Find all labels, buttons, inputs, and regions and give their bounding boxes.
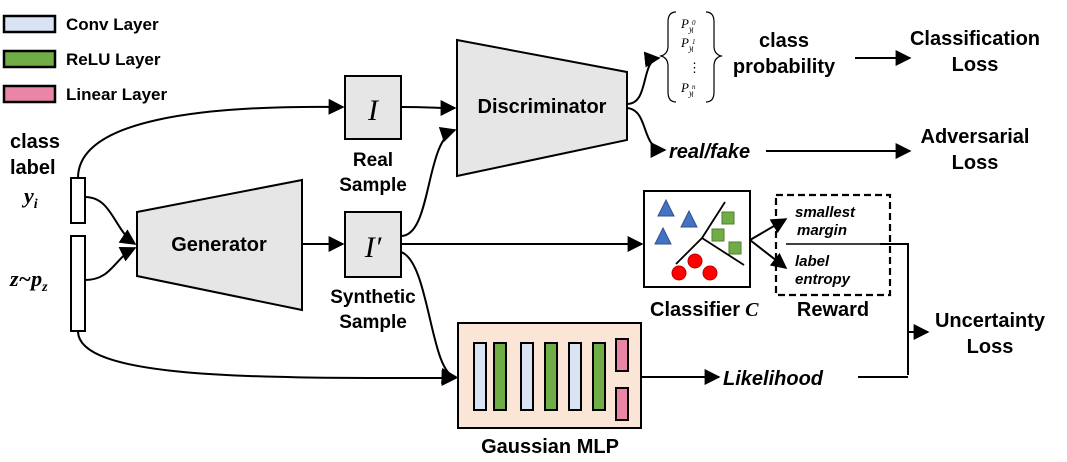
legend-label-linear: Linear Layer (66, 85, 167, 104)
class-label-vector (70, 177, 86, 224)
generator-label: Generator (171, 234, 267, 256)
arrow-noise-to-mlp (77, 330, 458, 387)
discriminator-label: Discriminator (478, 96, 607, 118)
arrow-to-label-entropy (749, 239, 788, 269)
classification-loss-line2: Loss (952, 54, 999, 76)
class-probability-line1: class (759, 30, 809, 52)
mlp-conv-layer (520, 342, 534, 411)
connectors (77, 50, 930, 387)
uncertainty-loss-line2: Loss (967, 336, 1014, 358)
triangle-icon (657, 198, 675, 217)
decision-boundary-icon (701, 237, 745, 266)
left-brace-icon (658, 11, 677, 103)
square-icon (711, 228, 725, 242)
real-sample-caption-line1: Real (353, 150, 393, 171)
relu-swatch-icon (2, 49, 57, 69)
mlp-conv-layer (473, 342, 487, 411)
reward-label: Reward (797, 299, 869, 321)
class-probability-line2: probability (733, 56, 836, 78)
smallest-margin-line1: smallest (795, 204, 856, 221)
adversarial-loss-line2: Loss (952, 152, 999, 174)
adversarial-loss-line1: Adversarial (921, 126, 1030, 148)
discriminator-block (456, 38, 628, 178)
arrow-class-to-real (77, 98, 345, 179)
arrow-class-to-generator (84, 196, 137, 245)
synthetic-sample-caption-line2: Sample (339, 312, 407, 333)
arrow-noise-to-generator (84, 246, 137, 281)
mlp-linear-layer (615, 387, 629, 421)
z-noise-symbol: z~pz (9, 266, 48, 295)
label-entropy-line1: label (795, 253, 830, 270)
line-reward-to-uncertainty (880, 243, 909, 375)
square-icon (721, 211, 735, 225)
arrow-synthetic-to-discriminator (400, 127, 457, 237)
label-entropy-line2: entropy (795, 271, 851, 288)
reward-box (774, 193, 892, 297)
arrow-discriminator-to-realfake (626, 107, 667, 158)
classification-loss-line1: Classification (910, 28, 1040, 50)
mlp-relu-layer (493, 342, 507, 411)
legend: Conv Layer ReLU Layer Linear Layer (2, 14, 167, 104)
arrow-to-smallest-margin (749, 218, 788, 241)
synthetic-sample-caption-line1: Synthetic (330, 287, 416, 308)
noise-vector (70, 235, 86, 332)
synthetic-sample-symbol: I′ (364, 231, 382, 264)
synthetic-sample-box (344, 211, 402, 278)
prob-ellipsis: ⋮ (688, 60, 701, 75)
triangle-icon (680, 209, 698, 228)
mlp-relu-layer (592, 342, 606, 411)
arrow-discriminator-to-probability (626, 51, 661, 105)
square-icon (728, 241, 742, 255)
triangle-icon (654, 226, 672, 245)
conv-swatch-icon (2, 14, 57, 34)
mlp-conv-layer (568, 342, 582, 411)
class-label-line2: label (10, 157, 56, 179)
generator-block (136, 178, 303, 312)
mlp-linear-layer (615, 338, 629, 372)
mlp-layers (473, 338, 629, 421)
gaussian-mlp-label: Gaussian MLP (481, 436, 619, 458)
legend-label-conv: Conv Layer (66, 15, 159, 34)
real-sample-caption-line2: Sample (339, 175, 407, 196)
real-fake-label: real/fake (669, 141, 750, 163)
smallest-margin-line2: margin (797, 222, 847, 239)
real-sample-symbol: I (367, 94, 380, 127)
right-brace-icon (705, 11, 724, 103)
legend-item-linear: Linear Layer (2, 84, 167, 104)
uncertainty-loss-line1: Uncertainty (935, 310, 1046, 332)
legend-item-relu: ReLU Layer (2, 49, 161, 69)
arrow-synthetic-to-mlp (400, 251, 458, 384)
likelihood-label: Likelihood (723, 368, 824, 390)
circle-icon (687, 253, 703, 269)
circle-icon (671, 265, 687, 281)
circle-icon (702, 265, 718, 281)
linear-swatch-icon (2, 84, 57, 104)
legend-item-conv: Conv Layer (2, 14, 159, 34)
legend-label-relu: ReLU Layer (66, 50, 161, 69)
arrow-real-to-discriminator (400, 99, 457, 116)
mlp-relu-layer (544, 342, 558, 411)
y-i-symbol: yi (21, 183, 38, 212)
class-label-line1: class (10, 131, 60, 153)
